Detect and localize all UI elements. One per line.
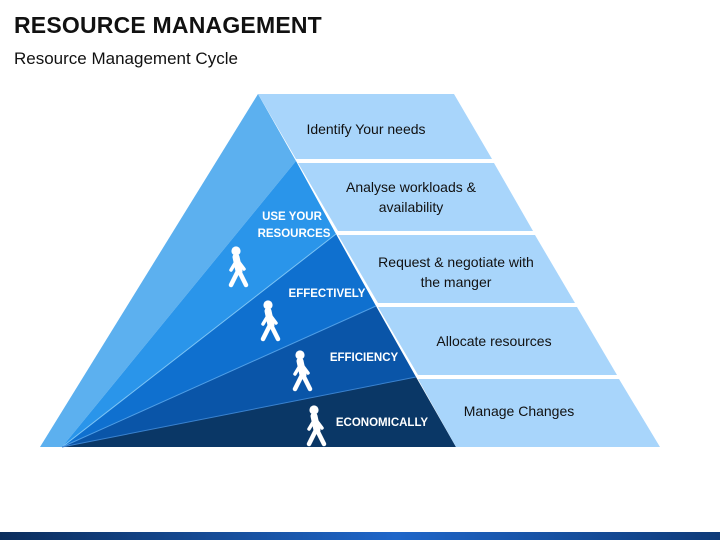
stage-face-use-resources [62, 161, 336, 447]
stage-label-efficiency: EFFICIENCY [330, 352, 399, 364]
step-label-request-line2: the manger [421, 274, 492, 290]
pyramid-left-face [40, 94, 296, 447]
stage-face-efficiency [62, 306, 416, 447]
step-label-allocate: Allocate resources [436, 333, 551, 349]
page-title: RESOURCE MANAGEMENT [14, 12, 322, 38]
step-band-3 [338, 235, 575, 303]
stage-label-effectively: EFFECTIVELY [289, 288, 366, 300]
step-label-request-line1: Request & negotiate with [378, 254, 534, 270]
step-band-2 [298, 163, 533, 231]
step-band-1 [258, 94, 492, 159]
stage-face-economically [62, 377, 456, 447]
stage-divider [61, 233, 337, 448]
page-subtitle: Resource Management Cycle [14, 49, 238, 68]
step-band-4 [378, 307, 617, 375]
stage-divider [61, 305, 377, 448]
step-label-manage: Manage Changes [464, 403, 575, 419]
stage-face-effectively [62, 234, 376, 447]
stage-label-use-line1: USE YOUR [262, 211, 323, 223]
step-label-analyse-line2: availability [379, 199, 444, 215]
step-band-5 [418, 379, 660, 447]
stage-label-economically: ECONOMICALLY [336, 417, 429, 429]
step-label-identify: Identify Your needs [306, 121, 425, 137]
stage-divider [61, 376, 417, 448]
stage-label-use-line2: RESOURCES [258, 228, 331, 240]
footer-accent-bar [0, 532, 720, 540]
step-label-analyse-line1: Analyse workloads & [346, 179, 477, 195]
